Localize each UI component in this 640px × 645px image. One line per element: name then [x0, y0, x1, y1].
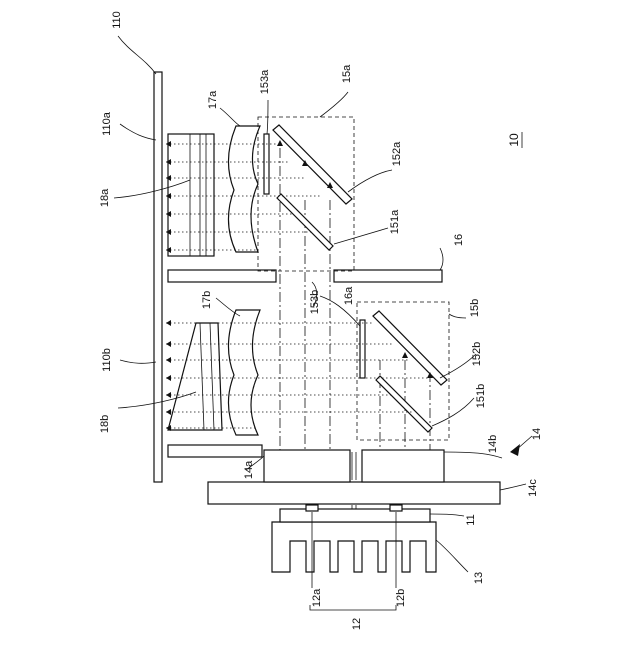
display-element-14a [264, 450, 350, 482]
lens-17b [228, 310, 260, 435]
label-14: 14 [531, 428, 543, 440]
arrow-14 [510, 444, 520, 456]
label-152a: 152a [391, 141, 403, 166]
label-18a: 18a [99, 188, 111, 207]
label-14a: 14a [243, 460, 255, 479]
plate-11 [280, 509, 430, 522]
label-13: 13 [473, 572, 485, 584]
label-17a: 17a [207, 90, 219, 109]
label-15a: 15a [341, 64, 353, 83]
lens-17a [228, 126, 260, 252]
label-14b: 14b [487, 435, 499, 453]
label-153b: 153b [309, 290, 321, 314]
label-153a: 153a [259, 69, 271, 94]
light-source-12b [390, 505, 402, 511]
label-151a: 151a [389, 209, 401, 234]
light-source-12a [306, 505, 318, 511]
mirror-152a [273, 125, 352, 204]
label-16a: 16a [343, 286, 355, 305]
prism-18b [168, 323, 222, 430]
plate-153a [264, 134, 269, 194]
prism-18a [168, 134, 214, 256]
label-12a: 12a [311, 588, 323, 607]
label-110a: 110a [101, 111, 113, 136]
reference-labels: 110 110a 110b 18a 18b 17a 17b 153a 153b … [99, 11, 543, 630]
label-110: 110 [111, 11, 123, 29]
label-16: 16 [453, 234, 465, 246]
figure-number: 10 [507, 133, 521, 147]
label-14c: 14c [527, 479, 539, 497]
mirror-151b [376, 376, 432, 432]
mirror-152b [373, 311, 447, 385]
plate-153b [360, 320, 365, 378]
board-14c [208, 482, 500, 504]
label-152b: 152b [471, 342, 483, 366]
partition-16-left [168, 270, 276, 282]
partition-16-bottom [168, 445, 262, 457]
display-element-14b [362, 450, 444, 482]
label-15b: 15b [469, 299, 481, 317]
label-110b: 110b [101, 348, 113, 372]
screen-110 [154, 72, 162, 482]
label-18b: 18b [99, 415, 111, 433]
label-12: 12 [351, 618, 363, 630]
label-12b: 12b [395, 589, 407, 607]
label-17b: 17b [201, 291, 213, 309]
heat-sink-13 [272, 522, 436, 572]
partition-16-right [334, 270, 442, 282]
label-11: 11 [465, 514, 477, 525]
label-151b: 151b [475, 384, 487, 408]
